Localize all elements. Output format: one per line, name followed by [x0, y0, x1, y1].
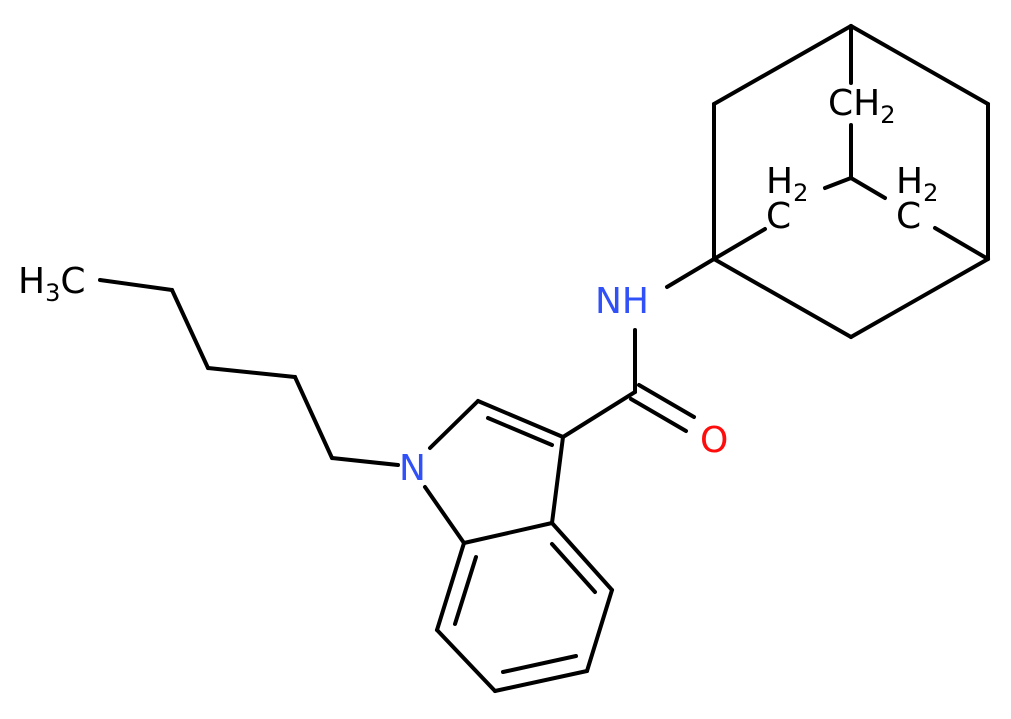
- ch2-right-carbon: C: [896, 196, 921, 237]
- oxygen-label: O: [700, 420, 728, 461]
- bond-c3a-c4: [550, 521, 614, 592]
- bond-ch3-c2: [98, 278, 174, 292]
- bond-c3-c4: [206, 366, 297, 379]
- bond-ad-bridge-left: [823, 176, 853, 190]
- n1-label: N: [399, 448, 426, 489]
- bond-c2-c3: [476, 399, 565, 439]
- bond-nh-adamantyl: [665, 257, 716, 289]
- bond-c3-carbonyl: [561, 390, 637, 439]
- bond-ad-c5-c6: [849, 257, 990, 339]
- bond-c3a-c4-inner: [550, 542, 597, 594]
- bond-c5-n1: [330, 456, 400, 467]
- bond-c6-c7: [435, 628, 497, 693]
- ch2-left-carbon: C: [766, 196, 791, 237]
- bond-ad-c2-c3: [712, 24, 853, 106]
- bond-c2-c3-inner: [486, 416, 554, 447]
- bond-c3a-c7a: [462, 521, 554, 545]
- bond-c3-c3a: [550, 435, 565, 525]
- bond-c5-c6: [493, 669, 589, 693]
- bond-ad-bridge-right: [849, 176, 887, 200]
- ch2-top-label: CH2: [828, 83, 896, 129]
- bond-c7a-n1: [423, 485, 466, 545]
- bond-carbonyl-o-2: [629, 397, 688, 433]
- bond-c4-c5: [585, 588, 614, 673]
- bond-c7-c7a-inner: [453, 555, 478, 626]
- bond-ad-right-c5: [933, 226, 990, 261]
- bond-c7-c7a: [435, 541, 466, 632]
- bond-c5-c6-inner: [501, 654, 578, 674]
- bond-c4-c5: [293, 375, 334, 460]
- bond-ad-left-c1: [712, 227, 767, 261]
- bond-carbonyl-o-1: [637, 383, 696, 419]
- bonds: [98, 24, 990, 693]
- bond-c2-c3: [170, 288, 210, 370]
- ch2-right-label: H2: [896, 161, 938, 207]
- bond-ad-c3-c4: [849, 24, 990, 106]
- methyl-label: H3C: [18, 261, 86, 307]
- nh-label: NH: [595, 281, 649, 322]
- bond-ad-c6-c1: [712, 257, 853, 339]
- atom-labels: H3C NH O N CH2 H2 C H2 C: [18, 83, 938, 489]
- ch2-left-label: H2: [766, 161, 808, 207]
- bond-n1-c2: [428, 399, 480, 450]
